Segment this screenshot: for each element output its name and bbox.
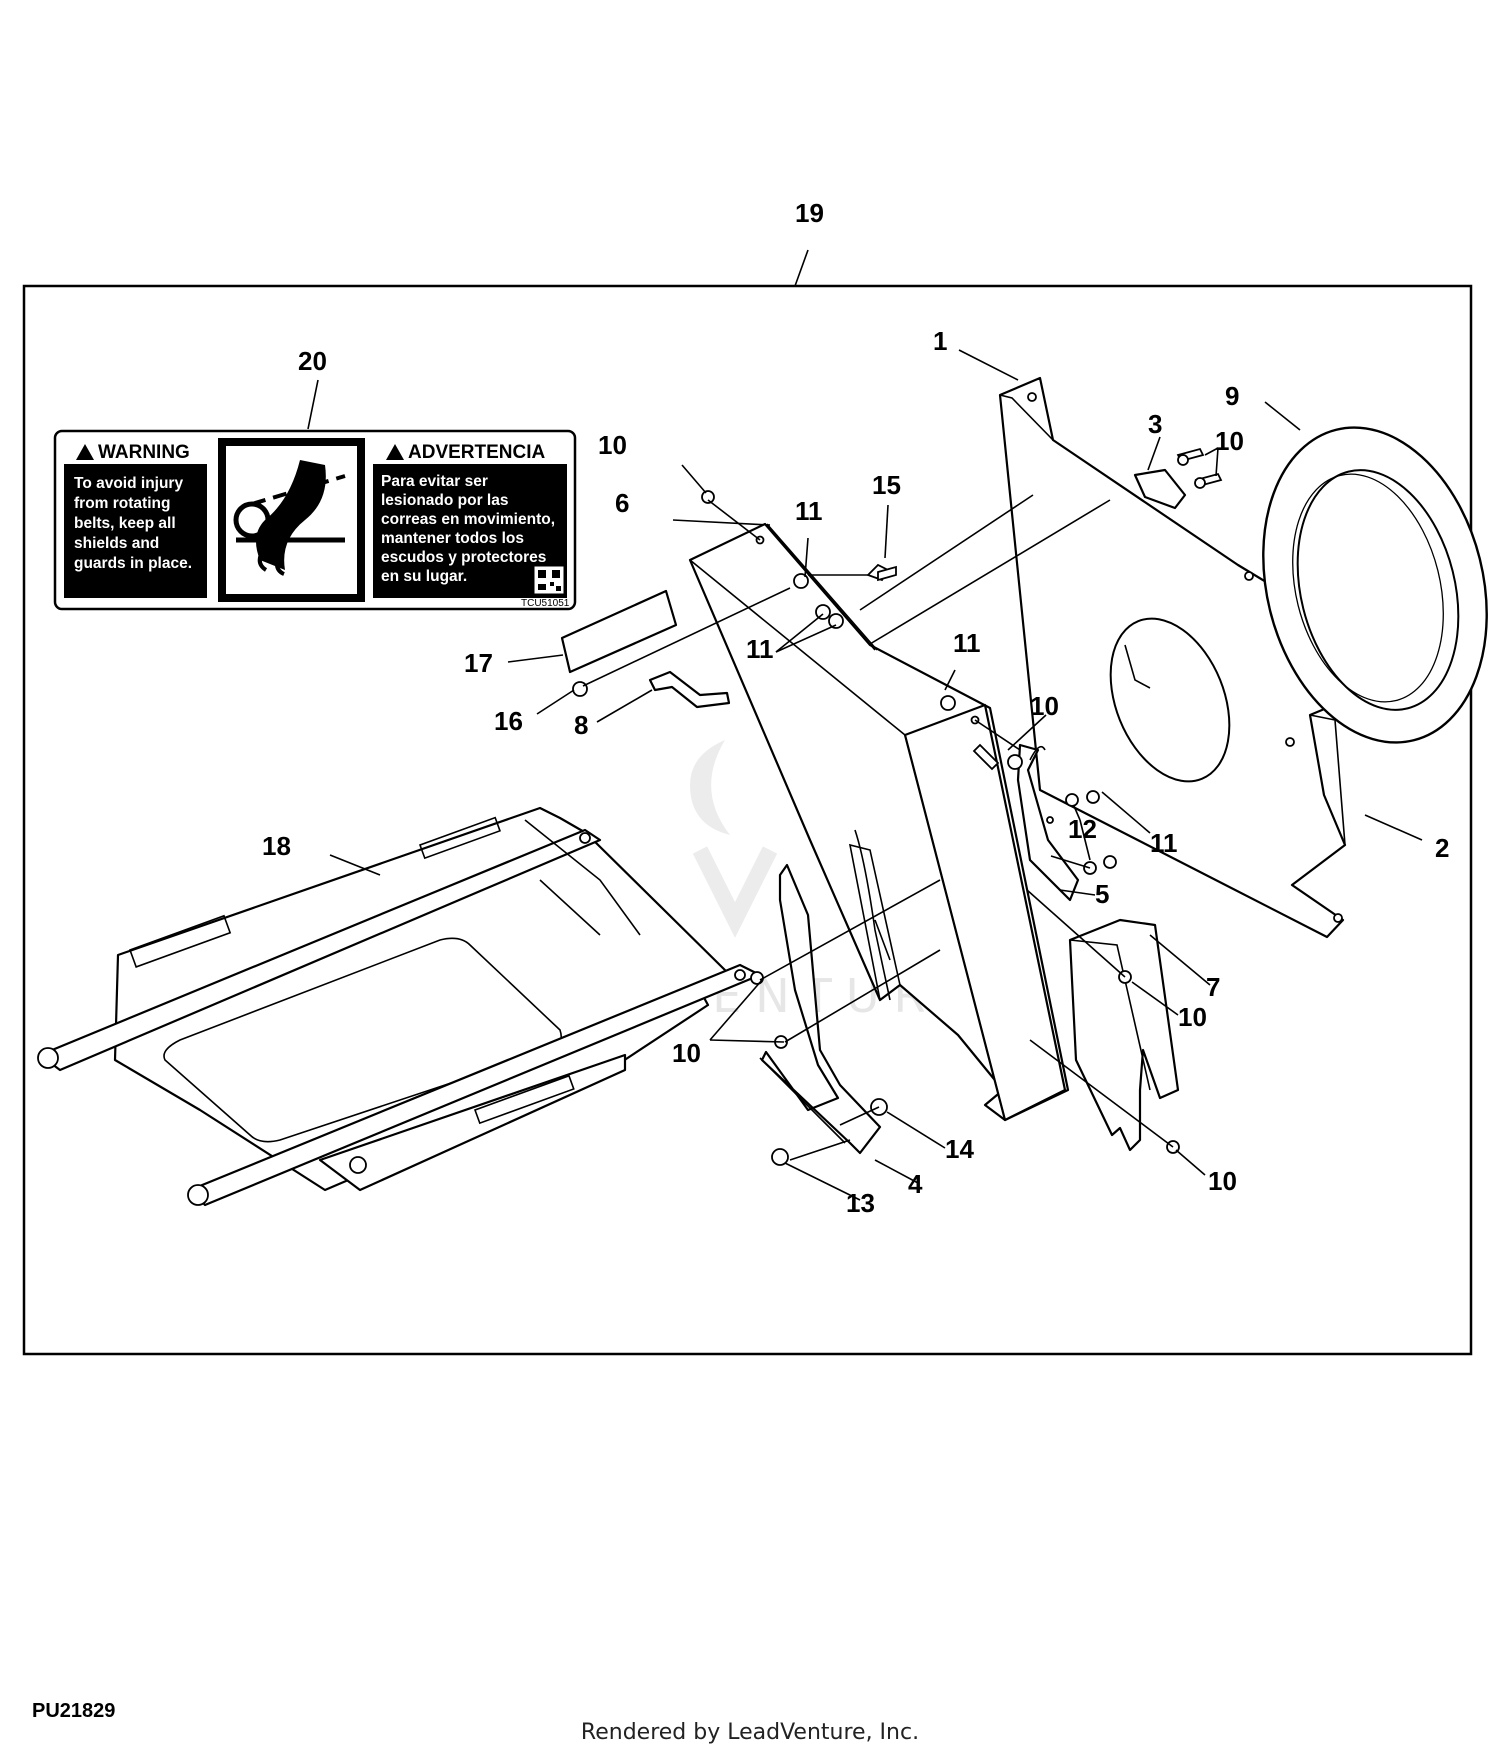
decal-advertencia-line: mantener todos los [381, 530, 524, 547]
callout-19: 19 [795, 198, 824, 228]
decal-advertencia-line: lesionado por las [381, 492, 508, 509]
bar-3 [1133, 468, 1187, 510]
callout-1: 1 [933, 326, 947, 356]
callout-14: 14 [945, 1134, 974, 1164]
edge-line [766, 523, 878, 651]
callout-16: 16 [494, 706, 523, 736]
strap-bracket-8 [648, 670, 731, 709]
callout-8: 8 [574, 710, 588, 740]
decal-code: TCU51051 [521, 598, 570, 609]
callout-15: 15 [872, 470, 901, 500]
leader-19 [794, 249, 809, 287]
assembly-lines [582, 494, 1174, 1161]
callout-17: 17 [464, 648, 493, 678]
assembly-frame [22, 284, 1473, 1356]
callout-13: 13 [846, 1188, 875, 1218]
callout-11: 11 [953, 628, 981, 658]
decal-advertencia-line: correas en movimiento, [381, 511, 555, 528]
callout-11: 11 [746, 634, 774, 664]
decal-warning-line: belts, keep all [74, 515, 176, 532]
callout-7: 7 [1206, 972, 1220, 1002]
callout-5: 5 [1095, 879, 1109, 909]
callout-9: 9 [1225, 381, 1239, 411]
watermark-flame-icon [690, 740, 730, 835]
callout-10: 10 [598, 430, 627, 460]
callout-4: 4 [908, 1169, 923, 1199]
front-bracket-4 [759, 863, 882, 1155]
side-bracket-5 [1016, 743, 1080, 902]
callout-10: 10 [672, 1038, 701, 1068]
small-decal-17 [560, 589, 678, 674]
callout-10: 10 [1030, 691, 1059, 721]
callout-3: 3 [1148, 409, 1162, 439]
decal-warning-line: guards in place. [74, 555, 192, 572]
callout-2: 2 [1435, 833, 1449, 863]
warning-decal: WARNING To avoid injury from rotating be… [53, 429, 577, 611]
watermark-v-icon [692, 846, 778, 938]
decal-advertencia-line: escudos y protectores [381, 549, 546, 566]
callout-11: 11 [795, 496, 823, 526]
base-plate [37, 806, 762, 1207]
belt-shield-box [688, 522, 1070, 1122]
decal-advertencia-title: ADVERTENCIA [408, 442, 546, 463]
decal-warning-panel [64, 464, 207, 598]
belt-entanglement-icon [233, 460, 346, 576]
decal-warning-line: shields and [74, 535, 159, 552]
decal-advertencia-line: Para evitar ser [381, 473, 488, 490]
callout-20: 20 [298, 346, 327, 376]
leader-20 [307, 379, 319, 430]
callout-12: 12 [1068, 814, 1097, 844]
callout-10: 10 [1178, 1002, 1207, 1032]
callout-leaders [329, 349, 1423, 1201]
callout-10: 10 [1215, 426, 1244, 456]
callout-11: 11 [1150, 828, 1178, 858]
warning-triangle-icon [76, 444, 94, 460]
side-bracket-7 [1068, 918, 1180, 1152]
callout-18: 18 [262, 831, 291, 861]
decal-advertencia-line: en su lugar. [381, 568, 467, 585]
callout-labels: 19 20 1 9 3 10 10 6 11 15 11 11 17 16 8 … [262, 198, 1449, 1218]
warning-triangle-icon [386, 444, 404, 460]
decal-warning-line: from rotating [74, 495, 170, 512]
decal-warning-line: To avoid injury [74, 475, 183, 492]
callout-6: 6 [615, 488, 629, 518]
callout-10: 10 [1208, 1166, 1237, 1196]
footer-credit: Rendered by LeadVenture, Inc. [580, 1720, 920, 1745]
fan-ring [1262, 426, 1488, 744]
decal-warning-title: WARNING [98, 442, 190, 463]
figure-id: PU21829 [32, 1700, 116, 1722]
